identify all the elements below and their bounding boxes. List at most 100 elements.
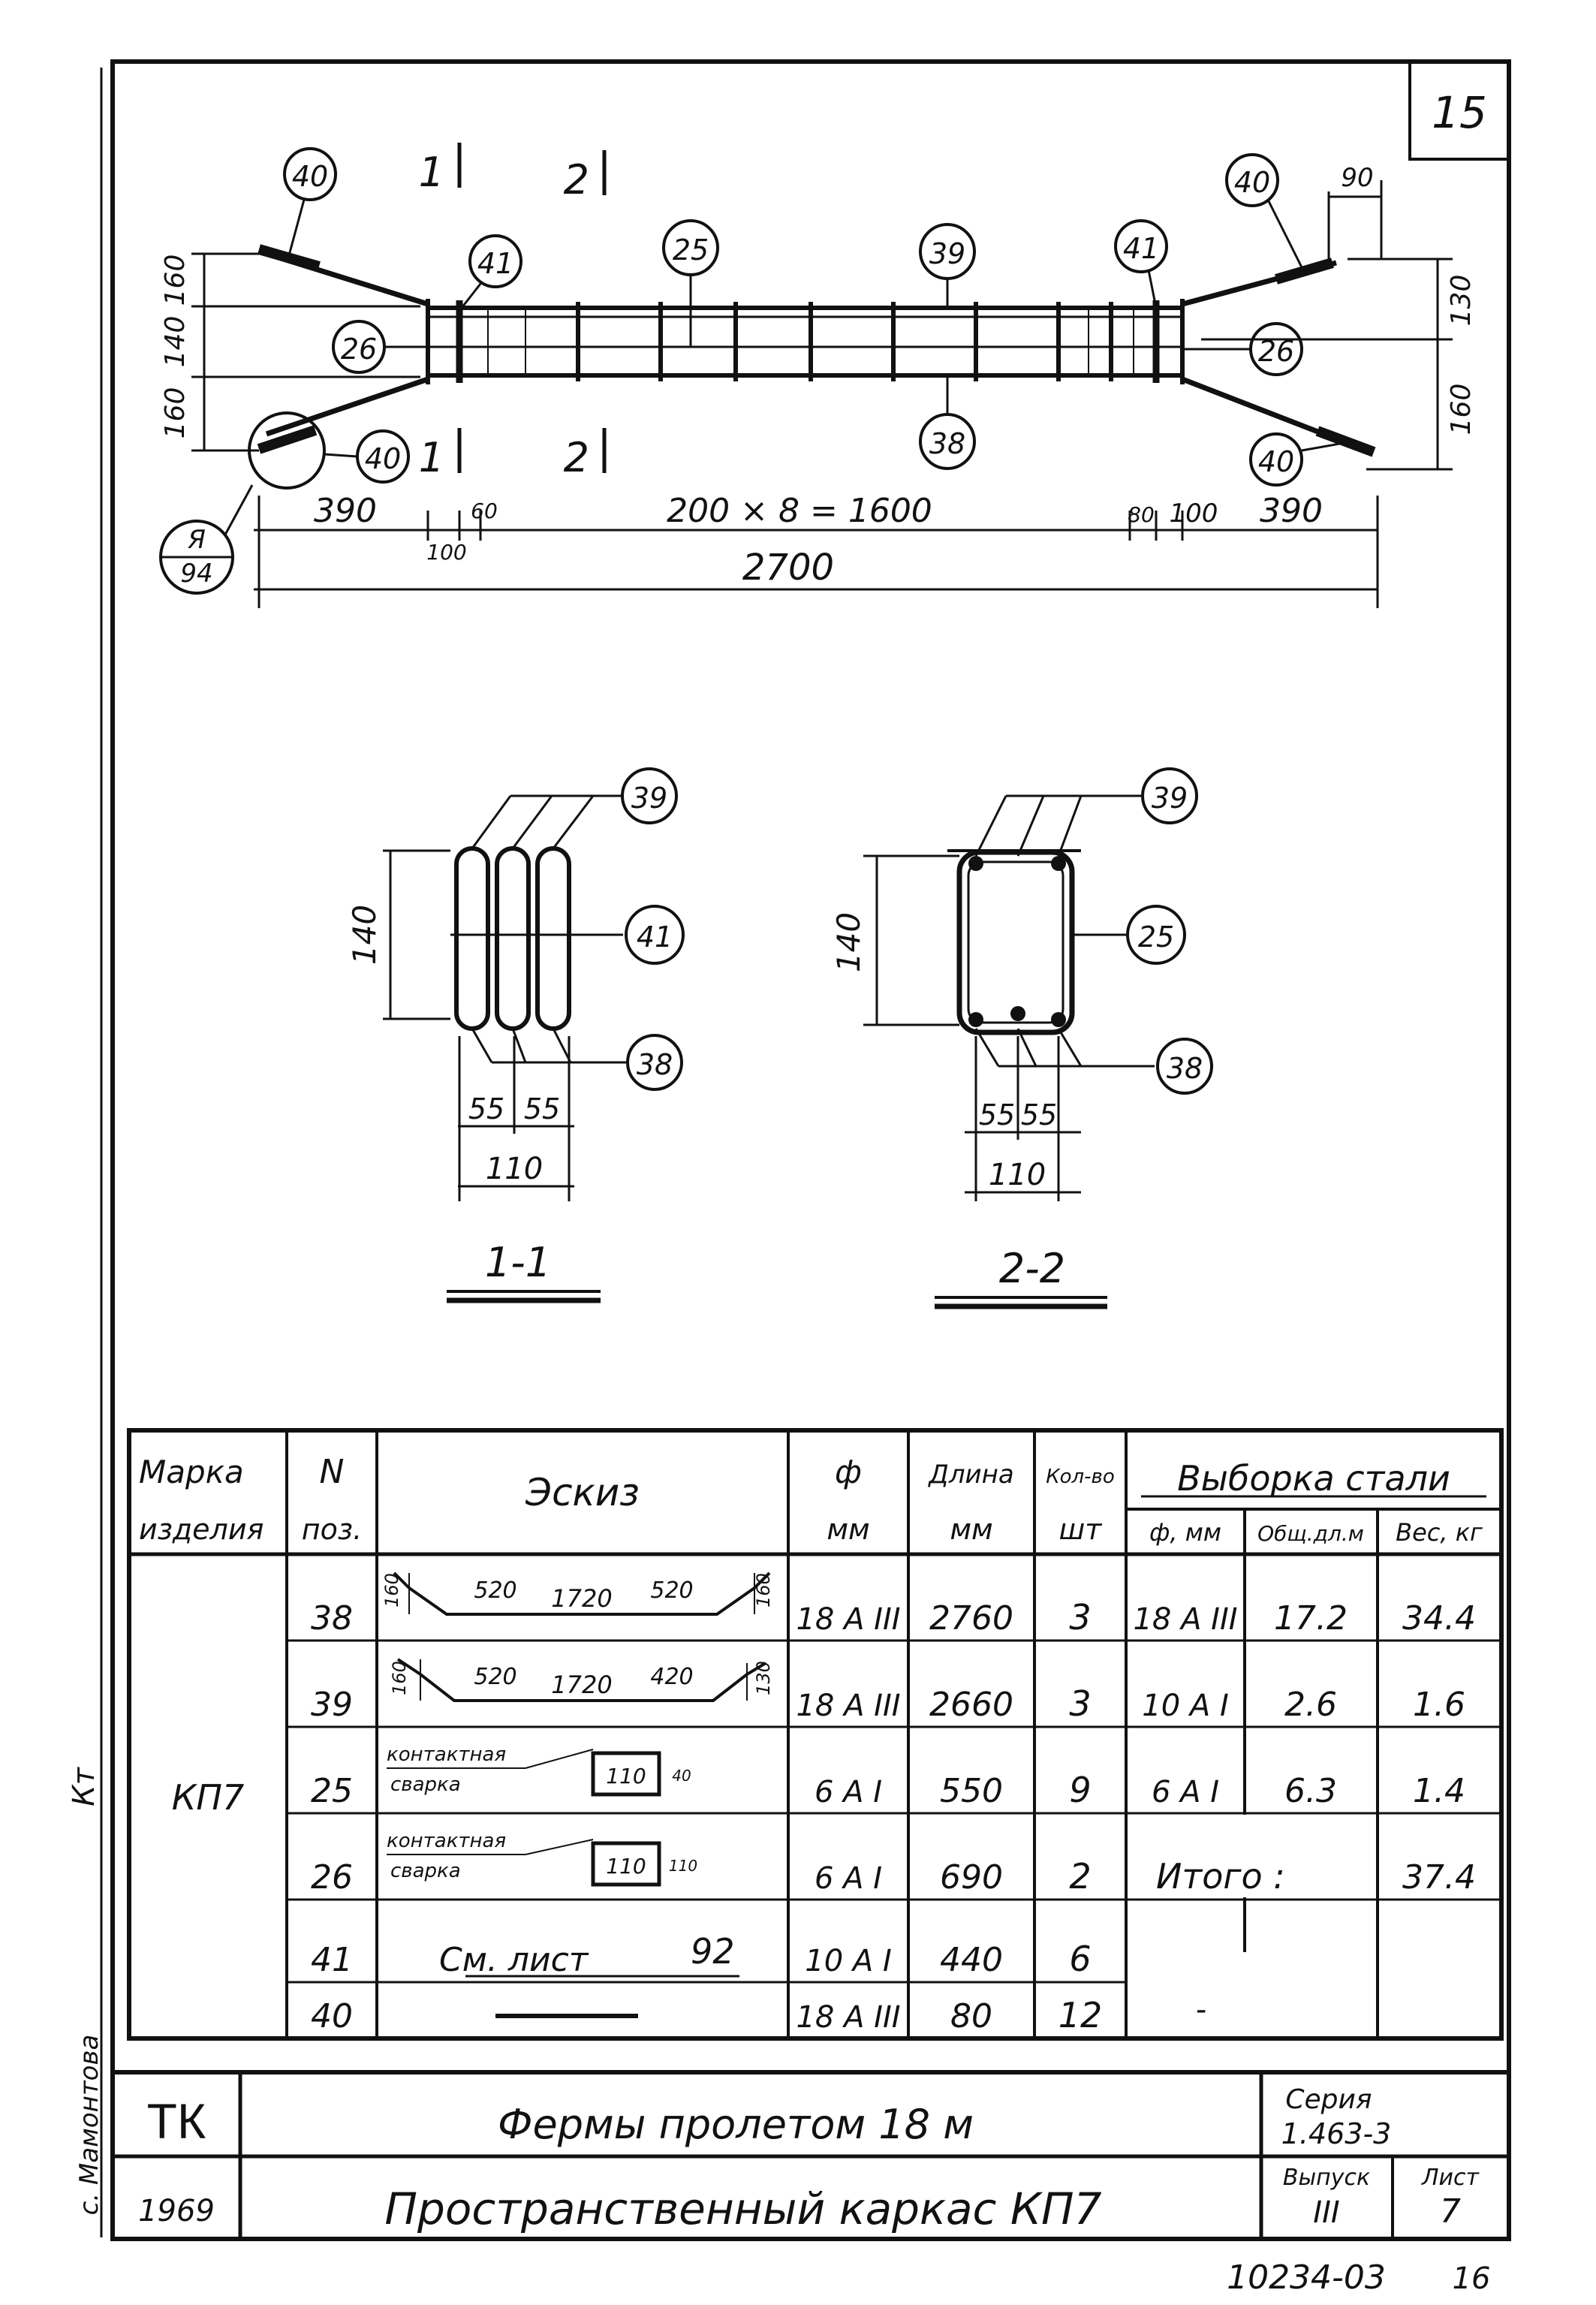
steel-weight: 1.4: [1413, 1772, 1465, 1810]
drawing-title-1: Фермы пролетом 18 м: [498, 2101, 974, 2148]
row-dia: 18 А III: [796, 1689, 900, 1723]
anchor-bar-top-left: [257, 244, 321, 272]
callout-40-bottom-left: 40: [365, 442, 401, 475]
callout-41-left: 41: [477, 247, 513, 280]
row-dia: 6 А I: [815, 1861, 882, 1896]
s1-spacing-2: 55: [524, 1092, 560, 1125]
callout-38: 38: [929, 427, 965, 460]
series-label: Серия: [1285, 2084, 1372, 2115]
row-qty: 6: [1069, 1939, 1091, 1979]
table-row: 40 18 А III 80 12: [311, 1995, 1102, 2035]
total-value: 37.4: [1402, 1858, 1476, 1897]
row-qty: 2: [1069, 1856, 1091, 1897]
sketch-39-dim-d: 420: [650, 1664, 693, 1690]
sketch-26-side: 110: [669, 1857, 697, 1875]
sketch-39-dim-a: 160: [389, 1661, 410, 1695]
callout-41-right: 41: [1123, 232, 1159, 265]
header-dia-1: ф: [835, 1454, 862, 1490]
steel-dia: 18 А III: [1133, 1602, 1237, 1637]
title-block: ТК 1969 Фермы пролетом 18 м Пространстве…: [110, 2070, 1511, 2241]
row-length: 2660: [929, 1686, 1013, 1724]
header-steel-weight: Вес, кг: [1396, 1518, 1483, 1547]
header-dia-2: мм: [827, 1513, 869, 1546]
row-length: 80: [950, 1997, 992, 2035]
row-length: 690: [940, 1858, 1003, 1897]
anchor-bar-bottom-left: [257, 425, 318, 454]
top-right-dim: 90: [1341, 163, 1373, 193]
sketch-38-dim-d: 520: [650, 1577, 693, 1604]
s2-spacing-1: 55: [979, 1098, 1015, 1131]
row-qty: 12: [1058, 1995, 1103, 2035]
sketch-25-side: 40: [672, 1767, 691, 1785]
series-value: 1.463-3: [1281, 2117, 1392, 2150]
sketch-39-dim-b: 520: [474, 1664, 516, 1690]
row-length: 2760: [929, 1599, 1013, 1638]
plan-view: 1 2 1 2 40 41 25 39 41 40 26: [159, 143, 1477, 608]
stirrups: [576, 302, 1113, 381]
s1-callout-41: 41: [637, 920, 673, 954]
row-pos: 41: [311, 1941, 353, 1979]
left-dim-top: 160: [160, 255, 191, 306]
row-length: 550: [940, 1772, 1003, 1810]
header-len-2: мм: [950, 1513, 992, 1546]
stirrup-ticks: [487, 308, 1134, 375]
header-pos-1: N: [320, 1453, 345, 1491]
section-1-1-title: 1-1: [485, 1239, 551, 1286]
row-pos: 25: [311, 1772, 353, 1810]
sketch-41-text: См. лист: [439, 1941, 589, 1979]
org-code: ТК: [147, 2093, 206, 2149]
section-mark-2-bottom: 2: [564, 434, 589, 481]
sketch-25-weld-1: контактная: [387, 1743, 506, 1766]
sketch-38-dim-a: 160: [381, 1573, 402, 1607]
steel-dia: 10 А I: [1142, 1689, 1229, 1723]
header-qty-2: шт: [1059, 1513, 1104, 1546]
callout-26-left: 26: [341, 333, 377, 366]
callout-40-top-right: 40: [1234, 166, 1270, 199]
sketch-26: контактная сварка 110 110: [387, 1830, 697, 1887]
node-ref-top: Я: [187, 525, 206, 555]
s1-callout-38: 38: [637, 1048, 673, 1081]
table-row: 39 18 А III 2660 3: [311, 1683, 1092, 1724]
sketch-38-dim-e: 160: [753, 1573, 774, 1607]
left-dim-bottom: 160: [160, 387, 191, 439]
sketch-26-weld-1: контактная: [387, 1830, 506, 1852]
sketch-26-weld-2: сварка: [390, 1860, 461, 1882]
plan-callouts: 40 41 25 39 41 40 26 26 38: [248, 147, 1345, 490]
sheet-number: 15: [1432, 87, 1487, 138]
s1-width-dim: 110: [486, 1152, 543, 1186]
s2-callout-25: 25: [1138, 920, 1174, 954]
year: 1969: [138, 2194, 215, 2228]
steel-row: 10 А I 2.6 1.6: [1142, 1686, 1465, 1724]
total-label: Итого :: [1156, 1856, 1285, 1897]
empty-dash: -: [1196, 1993, 1206, 2027]
header-sketch: Эскиз: [525, 1471, 640, 1514]
header-qty-1: Кол-во: [1046, 1466, 1115, 1488]
left-dim-middle: 140: [160, 316, 191, 368]
header-steel-total: Общ.дл.м: [1257, 1521, 1364, 1546]
section-1-1: 39 41 38 140 55 55 110 1-1: [346, 767, 685, 1303]
callout-40-top-left: 40: [292, 160, 328, 193]
row-qty: 3: [1069, 1683, 1091, 1724]
row-qty: 3: [1069, 1597, 1091, 1638]
row-pos: 38: [311, 1599, 353, 1638]
s2-height-dim: 140: [830, 912, 867, 972]
sheet-number-box: [1408, 60, 1510, 161]
callout-40-bottom-right: 40: [1258, 445, 1294, 478]
sketch-38: 160 520 1720 520 160: [381, 1571, 774, 1616]
sketch-39: 160 520 1720 420 130: [389, 1658, 774, 1702]
steel-row: 6 А I 6.3 1.4: [1152, 1772, 1465, 1810]
s2-callout-38: 38: [1167, 1052, 1203, 1085]
steel-total: 6.3: [1284, 1772, 1337, 1810]
table-row: 41 10 А I 440 6: [311, 1939, 1092, 1979]
steel-dia: 6 А I: [1152, 1775, 1219, 1809]
margin-mark: Кт: [67, 1766, 101, 1806]
dim-390-right: 390: [1260, 492, 1323, 530]
right-dim-top: 130: [1446, 275, 1477, 327]
right-dim-bottom: 160: [1446, 384, 1477, 435]
callout-25: 25: [673, 234, 709, 267]
steel-row: 18 А III 17.2 34.4: [1133, 1599, 1476, 1638]
header-pos-2: поз.: [302, 1513, 362, 1546]
archive-code: 10234-03: [1227, 2258, 1386, 2297]
sketch-41-sheet: 92: [691, 1931, 735, 1972]
